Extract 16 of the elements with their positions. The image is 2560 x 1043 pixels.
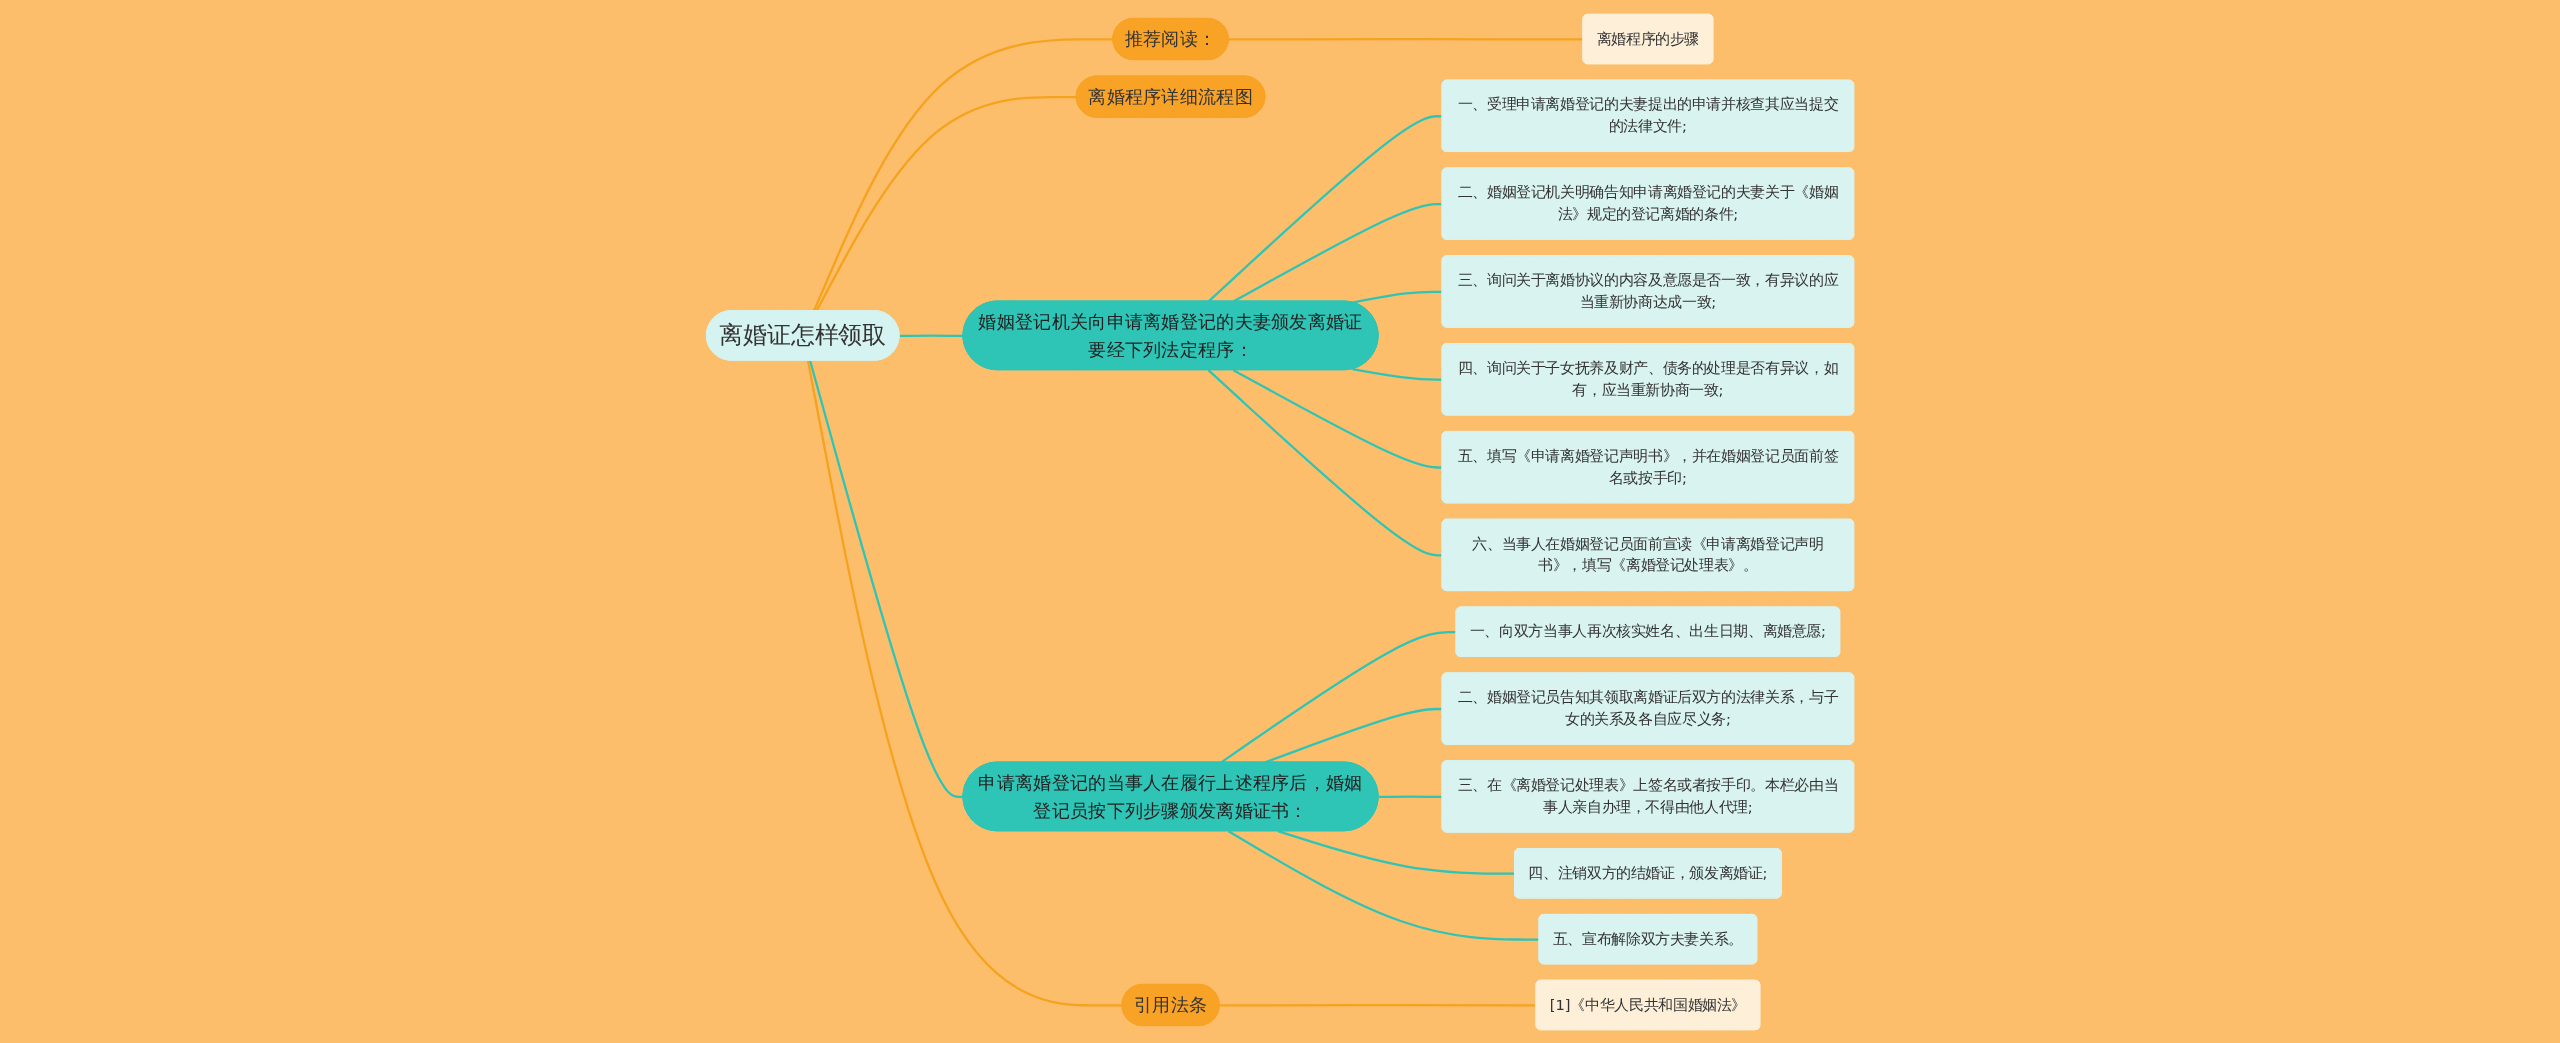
connector: [1207, 368, 1443, 557]
connector: [1352, 367, 1443, 381]
connector: [1228, 37, 1584, 41]
connector: [1232, 202, 1443, 303]
connector: [808, 359, 964, 798]
connector: [1227, 829, 1540, 941]
connector: [815, 95, 1077, 312]
connector: [1352, 290, 1443, 304]
connector: [1219, 1003, 1537, 1007]
connector: [812, 37, 1114, 312]
connector: [899, 333, 964, 337]
connector: [1378, 794, 1443, 798]
connector: [806, 359, 1123, 1007]
connector: [1207, 114, 1443, 302]
connector: [1277, 829, 1515, 875]
connector: [1232, 368, 1443, 469]
